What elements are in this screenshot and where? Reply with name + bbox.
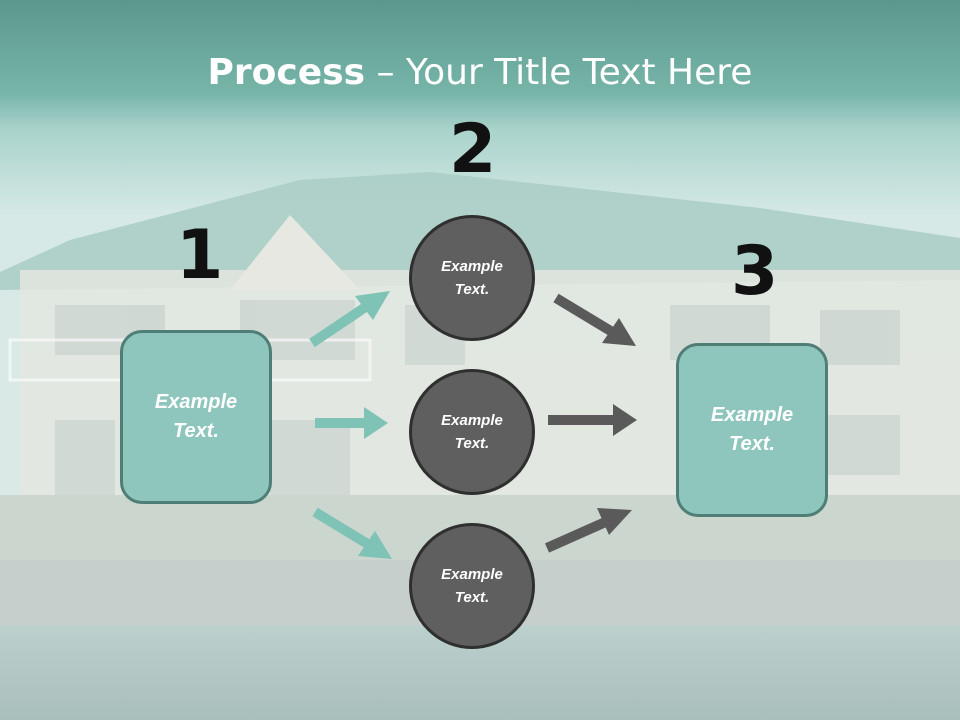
start-box: Example Text. [120, 330, 272, 504]
arrow-teal-right [315, 407, 388, 439]
arrow-gray-up [544, 508, 632, 553]
arrow-teal-up [309, 291, 390, 348]
start-box-text: Example Text. [154, 391, 238, 442]
circle-step-bottom: Example Text. [409, 523, 535, 649]
arrow-teal-down [312, 507, 392, 559]
end-box: Example Text. [676, 343, 828, 517]
circle-top-text: Example Text. [441, 258, 503, 298]
circle-bottom-text: Example Text. [441, 566, 503, 606]
title-rest: – Your Title Text Here [365, 52, 753, 93]
step-number-2: 2 [449, 110, 497, 189]
step-number-3: 3 [731, 232, 779, 311]
arrow-gray-right [548, 404, 637, 436]
arrow-gray-down [553, 293, 636, 346]
circle-step-middle: Example Text. [409, 369, 535, 495]
slide-title: Process – Your Title Text Here [0, 52, 960, 93]
step-number-1: 1 [176, 216, 224, 295]
title-bold: Process [207, 52, 366, 93]
circle-middle-text: Example Text. [441, 412, 503, 452]
end-box-text: Example Text. [710, 404, 794, 455]
circle-step-top: Example Text. [409, 215, 535, 341]
